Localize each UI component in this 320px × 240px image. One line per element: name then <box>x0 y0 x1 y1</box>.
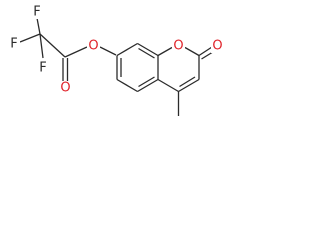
fluorine-top: F <box>31 5 43 20</box>
bond-c1-c2 <box>39 33 66 58</box>
oxygen-ring-label: O <box>173 39 183 54</box>
oxygen-lactone: O <box>211 39 224 54</box>
bond-c8a-o1 <box>157 46 173 57</box>
bond-c4a-c5 <box>137 78 159 93</box>
bonds <box>19 17 215 116</box>
fluorine-left: F <box>8 37 20 52</box>
bond-c3-c4 <box>178 78 200 93</box>
structure-drawing: F F F O O O O <box>8 5 224 116</box>
atom-labels: F F F O O O O <box>8 5 224 96</box>
oxygen-ester-label: O <box>88 39 98 54</box>
oxygen-carbonyl-ester-label: O <box>60 81 70 96</box>
bond-c5-c6 <box>116 78 138 93</box>
bond-c3-c4-double <box>179 76 196 88</box>
bond-c1-f-top <box>36 17 41 35</box>
bond-o-ester-c7 <box>99 46 117 56</box>
oxygen-ester: O <box>87 39 100 54</box>
bond-c2-o-lactone <box>198 46 213 57</box>
bond-c8-c8a-double <box>138 47 155 59</box>
oxygen-lactone-label: O <box>212 39 222 54</box>
fluorine-bottom: F <box>37 61 49 76</box>
fluorine-left-label: F <box>10 37 17 52</box>
bond-c4a-c5-double <box>138 76 155 88</box>
bond-c2-o-ester <box>64 46 88 58</box>
bond-o1-c2 <box>184 46 200 57</box>
oxygen-ring: O <box>172 39 185 54</box>
bond-c4-c4a <box>157 78 179 93</box>
bond-c8-c8a <box>137 42 159 57</box>
molecule-diagram: F F F O O O O <box>0 0 251 141</box>
bond-c1-f-bottom <box>39 33 44 59</box>
fluorine-bottom-label: F <box>39 61 46 76</box>
oxygen-carbonyl-ester: O <box>59 81 72 96</box>
fluorine-top-label: F <box>33 5 40 20</box>
bond-c7-c8 <box>116 42 138 57</box>
bond-c1-f-left <box>19 33 41 43</box>
